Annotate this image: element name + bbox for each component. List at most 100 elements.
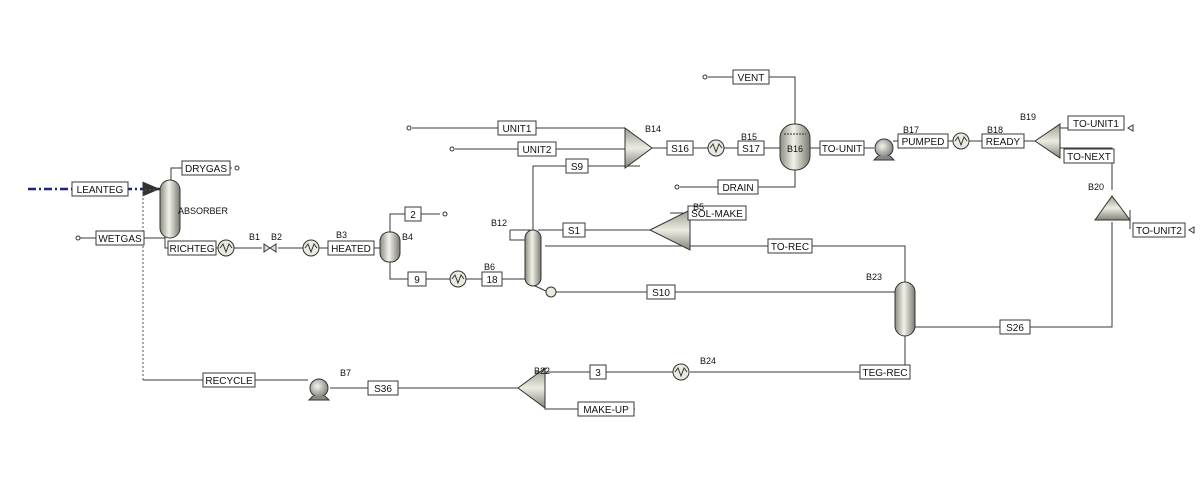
- block-b22-label: B22: [534, 366, 550, 376]
- block-b14-label: B14: [645, 124, 661, 134]
- stream-sol-make[interactable]: SOL-MAKE: [687, 205, 747, 221]
- stream-2[interactable]: 2: [404, 206, 422, 222]
- stream-to-unit2[interactable]: TO-UNIT2: [1132, 222, 1186, 238]
- svg-text:TEG-REC: TEG-REC: [863, 368, 908, 379]
- svg-text:S10: S10: [652, 288, 670, 299]
- block-b5-label: B5: [693, 202, 704, 212]
- stream-leanteg[interactable]: LEANTEG: [71, 181, 129, 197]
- block-labels: ABSORBER B1 B2 B3 B4 B6 B12 B5 B14 B15 B…: [178, 112, 1104, 378]
- stream-make-up[interactable]: MAKE-UP: [577, 401, 635, 417]
- svg-text:RECYCLE: RECYCLE: [205, 376, 253, 387]
- stream-teg-rec[interactable]: TEG-REC: [859, 364, 911, 380]
- block-b15-label: B15: [741, 132, 757, 142]
- block-b2-label: B2: [271, 232, 282, 242]
- block-b20-label: B20: [1088, 182, 1104, 192]
- block-b12-label: B12: [491, 218, 507, 228]
- stream-s10[interactable]: S10: [646, 284, 676, 300]
- mixer-icon[interactable]: [648, 209, 691, 251]
- stream-s9[interactable]: S9: [565, 158, 589, 174]
- block-b4-label: B4: [402, 232, 413, 242]
- mixer-icon[interactable]: [624, 127, 653, 169]
- svg-text:READY: READY: [986, 137, 1021, 148]
- svg-text:DRYGAS: DRYGAS: [185, 164, 227, 175]
- stream-s17[interactable]: S17: [737, 140, 765, 156]
- block-b17-label: B17: [903, 125, 919, 135]
- stream-9[interactable]: 9: [407, 271, 427, 287]
- svg-text:9: 9: [414, 275, 420, 286]
- block-b7-label: B7: [340, 368, 351, 378]
- svg-text:S16: S16: [671, 144, 689, 155]
- valve-icon[interactable]: [263, 243, 277, 253]
- pump-icon[interactable]: [874, 138, 894, 158]
- svg-text:WETGAS: WETGAS: [98, 234, 142, 245]
- stream-s1[interactable]: S1: [562, 222, 586, 238]
- svg-text:TO-REC: TO-REC: [771, 242, 809, 253]
- svg-text:3: 3: [595, 368, 601, 379]
- absorber-column[interactable]: [159, 179, 181, 239]
- splitter-icon[interactable]: [1034, 123, 1061, 159]
- svg-text:TO-NEXT: TO-NEXT: [1067, 152, 1111, 163]
- stream-heated[interactable]: HEATED: [327, 240, 375, 256]
- stream-to-next[interactable]: TO-NEXT: [1063, 148, 1115, 164]
- stream-to-rec[interactable]: TO-REC: [767, 238, 813, 254]
- block-b19-label: B19: [1020, 112, 1036, 122]
- equipment: [159, 123, 1131, 409]
- block-absorber-label: ABSORBER: [178, 206, 229, 216]
- heater-icon[interactable]: [217, 239, 235, 257]
- svg-text:S26: S26: [1006, 323, 1024, 334]
- stream-wetgas[interactable]: WETGAS: [95, 230, 145, 246]
- flash-vessel[interactable]: [379, 231, 401, 263]
- stream-s16[interactable]: S16: [666, 140, 694, 156]
- block-b1-label: B1: [249, 232, 260, 242]
- stream-drain[interactable]: DRAIN: [717, 179, 759, 195]
- stream-ready[interactable]: READY: [981, 133, 1025, 149]
- svg-text:TO-UNIT2: TO-UNIT2: [1136, 226, 1182, 237]
- svg-text:TO-UNIT: TO-UNIT: [822, 144, 862, 155]
- stream-to-unit1[interactable]: TO-UNIT1: [1067, 115, 1125, 131]
- heater-icon[interactable]: [707, 139, 725, 157]
- stream-unit2[interactable]: UNIT2: [517, 141, 557, 157]
- block-b16-label: B16: [787, 144, 803, 154]
- svg-text:TO-UNIT1: TO-UNIT1: [1073, 119, 1119, 130]
- heater-icon[interactable]: [302, 239, 320, 257]
- stream-vent[interactable]: VENT: [732, 69, 770, 85]
- heater-icon[interactable]: [952, 132, 970, 150]
- stream-s26[interactable]: S26: [999, 319, 1031, 335]
- block-b6-label: B6: [484, 262, 495, 272]
- splitter-icon[interactable]: [1094, 195, 1131, 221]
- stream-drygas[interactable]: DRYGAS: [181, 160, 231, 176]
- pump-icon[interactable]: [309, 378, 329, 398]
- svg-text:VENT: VENT: [738, 73, 765, 84]
- stream-s36[interactable]: S36: [367, 380, 399, 396]
- svg-text:S1: S1: [568, 226, 581, 237]
- stream-unit1[interactable]: UNIT1: [497, 120, 537, 136]
- stream-18[interactable]: 18: [481, 271, 503, 287]
- distillation-column[interactable]: [524, 229, 542, 287]
- reboiler-icon[interactable]: [545, 286, 557, 298]
- svg-text:2: 2: [410, 210, 416, 221]
- reactor-vessel[interactable]: [779, 123, 811, 171]
- svg-text:18: 18: [486, 275, 498, 286]
- stream-richteg[interactable]: RICHTEG: [167, 240, 217, 256]
- heater-icon[interactable]: [449, 270, 467, 288]
- svg-text:S9: S9: [571, 162, 584, 173]
- svg-text:S17: S17: [742, 144, 760, 155]
- svg-text:LEANTEG: LEANTEG: [77, 185, 124, 196]
- block-b24-label: B24: [700, 356, 716, 366]
- heater-icon[interactable]: [672, 363, 690, 381]
- stream-labels: LEANTEG WETGAS DRYGAS RICHTEG HEATED 2 9: [71, 69, 1186, 417]
- regeneration-column[interactable]: [894, 281, 916, 337]
- stream-3[interactable]: 3: [589, 364, 607, 380]
- stream-recycle[interactable]: RECYCLE: [202, 372, 256, 388]
- svg-text:S36: S36: [374, 384, 392, 395]
- svg-text:MAKE-UP: MAKE-UP: [583, 405, 629, 416]
- mixer-icon[interactable]: [517, 367, 546, 409]
- block-b18-label: B18: [987, 125, 1003, 135]
- stream-terminals: [75, 74, 1195, 241]
- block-b23-label: B23: [866, 272, 882, 282]
- svg-text:HEATED: HEATED: [331, 244, 371, 255]
- block-b3-label: B3: [336, 230, 347, 240]
- stream-to-unit[interactable]: TO-UNIT: [819, 140, 865, 156]
- stream-pumped[interactable]: PUMPED: [897, 133, 949, 149]
